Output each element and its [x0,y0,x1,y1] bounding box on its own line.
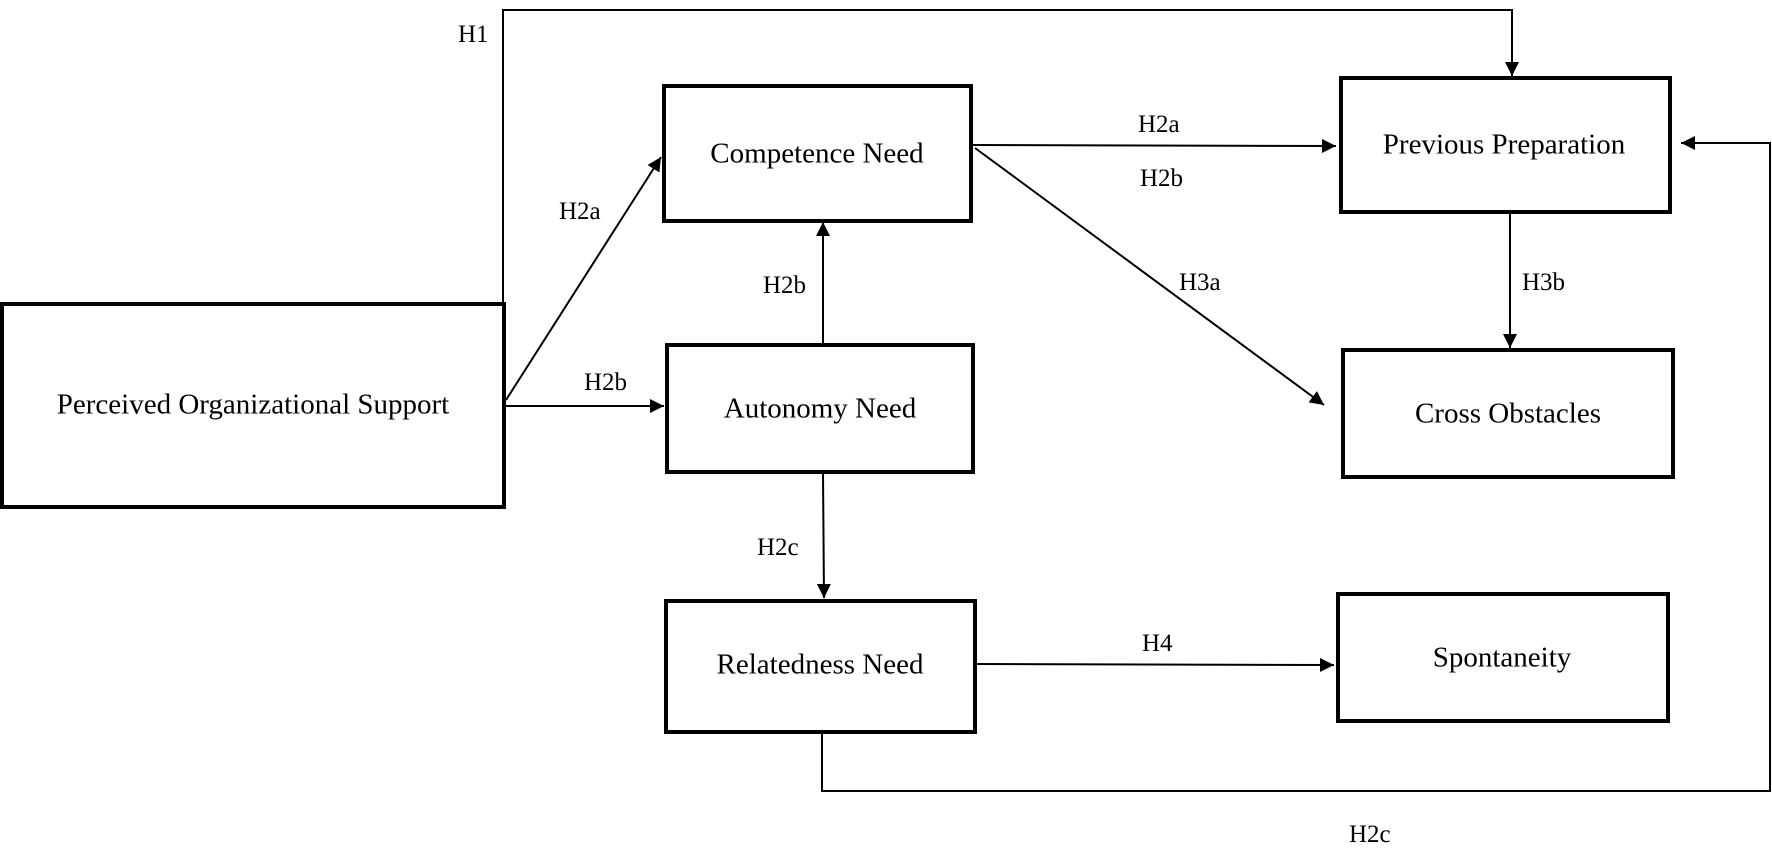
edge-autonomy-to-relatedness [816,472,831,599]
edge-label-competence-obstacles: H3a [1179,269,1221,296]
edge-label-autonomy-competence: H2b [763,272,806,299]
edge-label-competence-preparation-b: H2b [1140,165,1183,192]
node-label: Perceived Organizational Support [57,389,449,421]
edges [502,9,1771,792]
node-spontaneity: Spontaneity [1336,592,1670,723]
node-label: Autonomy Need [724,393,917,425]
node-label: Relatedness Need [717,649,924,681]
node-label: Cross Obstacles [1415,398,1601,430]
node-autonomy-need: Autonomy Need [665,343,975,474]
edge-label-h1: H1 [458,21,489,48]
node-label: Competence Need [710,138,924,170]
edge-label-preparation-obstacles: H3b [1522,269,1565,296]
node-label: Previous Preparation [1383,129,1626,161]
node-competence-need: Competence Need [662,84,973,223]
edge-competence-to-preparation [971,138,1337,153]
node-perceived-organizational-support: Perceived Organizational Support [0,302,506,509]
edge-label-relatedness-spontaneity: H4 [1142,630,1173,657]
node-cross-obstacles: Cross Obstacles [1341,348,1675,479]
edge-pos-to-competence [505,156,662,401]
nodes: Perceived Organizational Support Compete… [0,76,1675,734]
edge-label-autonomy-relatedness: H2c [757,534,799,561]
edge-label-competence-preparation-a: H2a [1138,111,1180,138]
edge-relatedness-to-spontaneity [975,657,1335,672]
edge-label-relatedness-preparation: H2c [1349,821,1391,848]
edge-labels: H1 H2a H2b H2b H2c H2a H2b H3a H3b H4 H2… [458,21,1565,848]
edge-label-pos-autonomy: H2b [584,369,627,396]
node-previous-preparation: Previous Preparation [1339,76,1672,214]
edge-relatedness-to-preparation [821,136,1771,792]
node-relatedness-need: Relatedness Need [664,599,977,734]
edge-competence-to-obstacles [974,147,1325,406]
edge-label-pos-competence: H2a [559,198,601,225]
node-label: Spontaneity [1433,642,1572,674]
edge-pos-to-preparation [502,9,1519,304]
